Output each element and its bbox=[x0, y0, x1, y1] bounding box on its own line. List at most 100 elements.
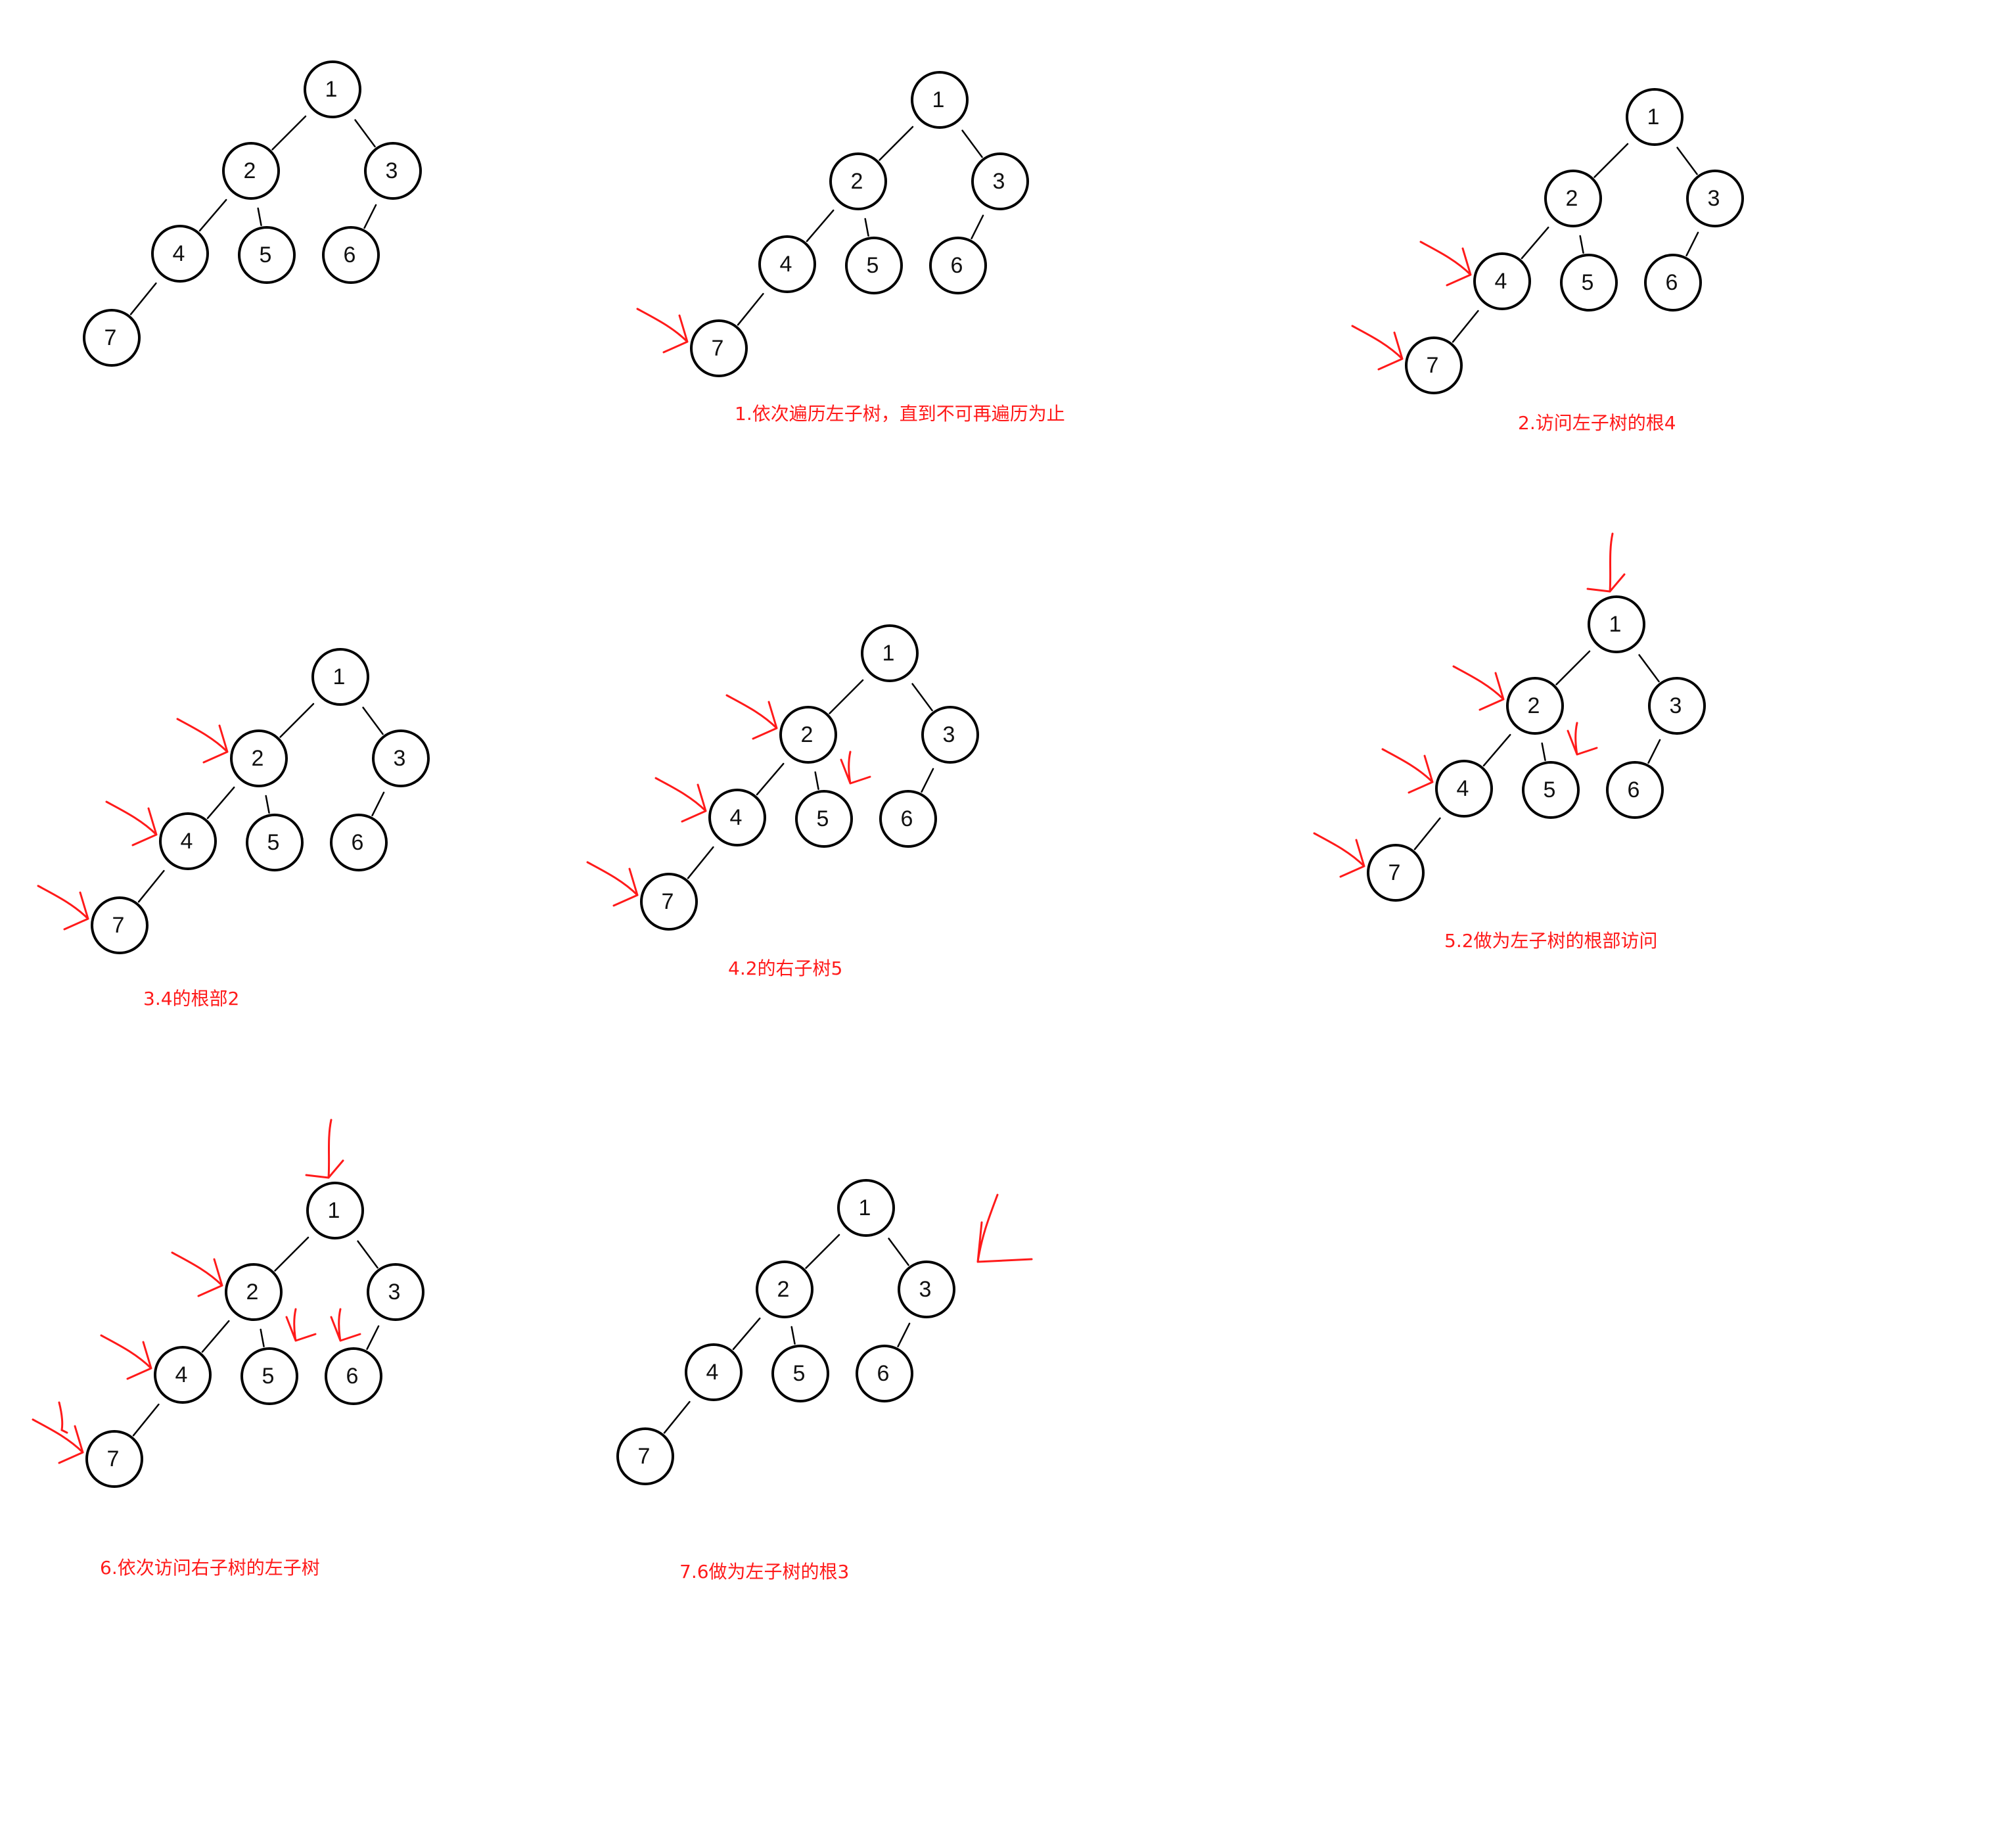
panel-2-edge-2-4 bbox=[1521, 226, 1549, 260]
panel-6-node-2-label: 2 bbox=[246, 1280, 259, 1305]
panel-6-node-1-label: 1 bbox=[328, 1198, 340, 1223]
caption-step-7: 7.6做为左子树的根3 bbox=[679, 1561, 850, 1583]
panel-2-node-1-label: 1 bbox=[1647, 104, 1660, 129]
panel-4-node-2-label: 2 bbox=[801, 722, 813, 747]
panel-4-arrow-to-7-mark bbox=[586, 861, 639, 907]
caption-step-2: 2.访问左子树的根4 bbox=[1518, 412, 1676, 434]
panel-7-edge-3-6 bbox=[897, 1322, 911, 1348]
panel-2-node-4 bbox=[1473, 252, 1531, 310]
panel-7-edge-1-3 bbox=[888, 1237, 909, 1266]
caption-step-5: 5.2做为左子树的根部访问 bbox=[1444, 930, 1658, 952]
panel-4-node-4 bbox=[708, 789, 766, 846]
panel-3-edge-2-4 bbox=[206, 786, 235, 820]
panel-2-edge-3-6 bbox=[1685, 231, 1699, 257]
panel-3-edge-1-3 bbox=[362, 706, 384, 735]
panel-4-node-2 bbox=[779, 706, 837, 764]
panel-3-node-6-label: 6 bbox=[352, 830, 364, 855]
panel-0-node-3-label: 3 bbox=[386, 158, 398, 183]
panel-0-node-5 bbox=[238, 226, 296, 284]
panel-3-node-1 bbox=[311, 648, 369, 706]
panel-4-node-6 bbox=[879, 790, 937, 848]
panel-3-arrow-to-2-mark bbox=[176, 718, 229, 764]
panel-2-node-6-label: 6 bbox=[1666, 270, 1678, 295]
panel-5-edge-3-6 bbox=[1647, 739, 1661, 764]
panel-2-node-2 bbox=[1544, 170, 1602, 227]
panel-0-node-3 bbox=[364, 142, 422, 200]
panel-1-node-4 bbox=[758, 235, 816, 293]
panel-1-node-3 bbox=[971, 152, 1029, 210]
panel-7-node-1-label: 1 bbox=[859, 1195, 871, 1220]
panel-1-node-2-label: 2 bbox=[851, 169, 863, 194]
panel-1-node-1-label: 1 bbox=[932, 87, 945, 112]
panel-5-node-4-label: 4 bbox=[1457, 776, 1469, 801]
panel-5-arrow-to-1-mark bbox=[1586, 532, 1626, 593]
panel-1-node-7-label: 7 bbox=[712, 336, 724, 361]
panel-6-node-5-label: 5 bbox=[262, 1364, 275, 1389]
panel-1-edge-2-5 bbox=[864, 218, 869, 237]
panel-1-node-6-label: 6 bbox=[951, 253, 963, 278]
panel-1-node-5 bbox=[845, 237, 903, 294]
panel-2-node-3-label: 3 bbox=[1708, 186, 1720, 211]
panel-0-node-7 bbox=[83, 309, 141, 367]
panel-7-edge-1-2 bbox=[805, 1234, 840, 1269]
panel-7-node-3 bbox=[898, 1260, 955, 1318]
panel-7-node-2-label: 2 bbox=[777, 1277, 790, 1302]
panel-0-node-1 bbox=[304, 60, 361, 118]
panel-4-node-3 bbox=[921, 706, 979, 764]
panel-4-edge-4-7 bbox=[687, 846, 714, 879]
panel-6-node-6 bbox=[325, 1347, 382, 1405]
panel-1-node-3-label: 3 bbox=[993, 169, 1005, 194]
panel-7-arrow-to-3-mark bbox=[976, 1193, 1033, 1263]
panel-3-node-3 bbox=[372, 729, 430, 787]
panel-4-node-5-label: 5 bbox=[817, 806, 829, 831]
panel-7-node-4 bbox=[685, 1343, 743, 1401]
panel-5-arrow-to-4-mark bbox=[1381, 748, 1434, 794]
panel-5-edge-1-3 bbox=[1638, 654, 1660, 683]
panel-0-edge-1-2 bbox=[271, 115, 307, 150]
panel-5-edge-2-4 bbox=[1482, 733, 1511, 767]
panel-0-node-6-label: 6 bbox=[344, 243, 356, 267]
panel-5-edge-1-2 bbox=[1555, 650, 1591, 685]
panel-3-node-5 bbox=[246, 814, 304, 871]
panel-5-node-4 bbox=[1435, 760, 1493, 818]
panel-6-edge-3-6 bbox=[366, 1325, 380, 1351]
panel-5-arrow-to-7-mark bbox=[1313, 832, 1365, 878]
panel-2-node-6 bbox=[1644, 254, 1702, 312]
panel-2-node-2-label: 2 bbox=[1566, 186, 1578, 211]
panel-3-edge-1-2 bbox=[279, 703, 315, 738]
panel-3-node-2-label: 2 bbox=[252, 746, 264, 771]
panel-4-node-6-label: 6 bbox=[901, 806, 913, 831]
panel-4-node-7 bbox=[640, 873, 698, 931]
panel-3-edge-3-6 bbox=[371, 791, 385, 817]
panel-1-node-5-label: 5 bbox=[867, 253, 879, 278]
panel-4-node-4-label: 4 bbox=[730, 805, 743, 830]
panel-5-edge-4-7 bbox=[1413, 817, 1441, 850]
panel-6-edge-4-7 bbox=[132, 1403, 160, 1437]
panel-6-node-7-label: 7 bbox=[107, 1446, 120, 1471]
panel-0-edge-1-3 bbox=[354, 119, 376, 148]
panel-0-edge-2-5 bbox=[257, 207, 262, 227]
panel-5-node-6 bbox=[1606, 761, 1664, 819]
panel-3-node-6 bbox=[330, 814, 388, 871]
panel-1-arrow-to-7-mark bbox=[636, 308, 689, 354]
panel-4-arrow-to-5-mark bbox=[840, 751, 871, 785]
panel-1-edge-4-7 bbox=[737, 292, 764, 326]
panel-7-node-2 bbox=[756, 1260, 813, 1318]
panel-4-edge-2-4 bbox=[756, 762, 785, 796]
panel-2-edge-1-3 bbox=[1676, 147, 1698, 175]
panel-6-arrow-to-7-mark bbox=[32, 1418, 84, 1464]
panel-5-node-6-label: 6 bbox=[1628, 777, 1640, 802]
panel-6-node-3-label: 3 bbox=[388, 1280, 401, 1305]
panel-1-node-4-label: 4 bbox=[780, 252, 792, 277]
panel-6-node-5 bbox=[241, 1347, 298, 1405]
panel-2-node-7-label: 7 bbox=[1427, 353, 1439, 378]
panel-1-node-1 bbox=[911, 71, 969, 129]
panel-5-node-7 bbox=[1367, 844, 1425, 902]
panel-6-arrow-to-6-mark bbox=[330, 1308, 361, 1342]
panel-7-node-6 bbox=[856, 1345, 913, 1402]
panel-0-node-6 bbox=[322, 226, 380, 284]
